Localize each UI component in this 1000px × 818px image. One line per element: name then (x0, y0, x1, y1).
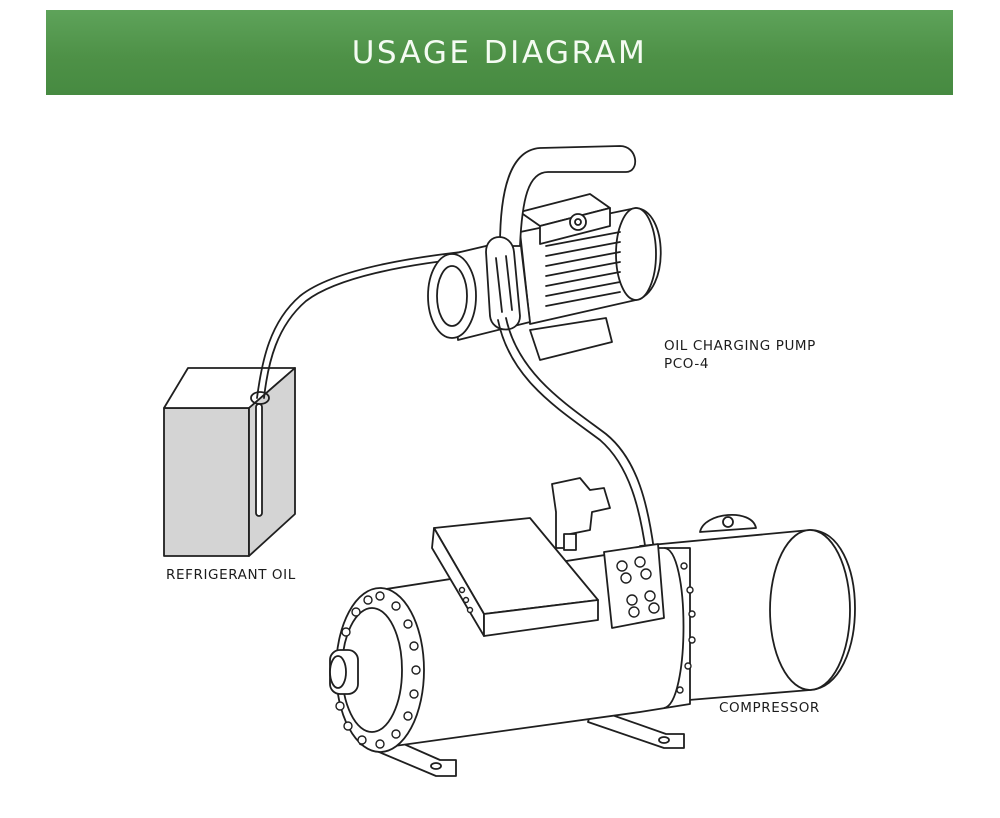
discharge-hose (497, 317, 655, 553)
pump-base (529, 317, 613, 361)
suction-hose (256, 249, 481, 399)
refrigerant-oil-container (163, 367, 296, 557)
oil-charging-pump (427, 145, 662, 361)
oil-inlet-fitting (551, 477, 611, 549)
lifting-lug (699, 514, 757, 533)
page-title: USAGE DIAGRAM (351, 34, 648, 71)
oil-label: REFRIGERANT OIL (166, 567, 296, 583)
pump-handle (499, 145, 636, 247)
compressor-label: COMPRESSOR (719, 700, 820, 716)
pump-label: OIL CHARGING PUMP PCO-4 (664, 338, 816, 372)
pump-label-model: PCO-4 (664, 356, 710, 372)
compressor (329, 477, 856, 777)
pump-label-name: OIL CHARGING PUMP (664, 338, 816, 354)
header-banner: USAGE DIAGRAM (46, 10, 953, 95)
suction-tube (255, 403, 263, 517)
pump-head (427, 253, 477, 339)
